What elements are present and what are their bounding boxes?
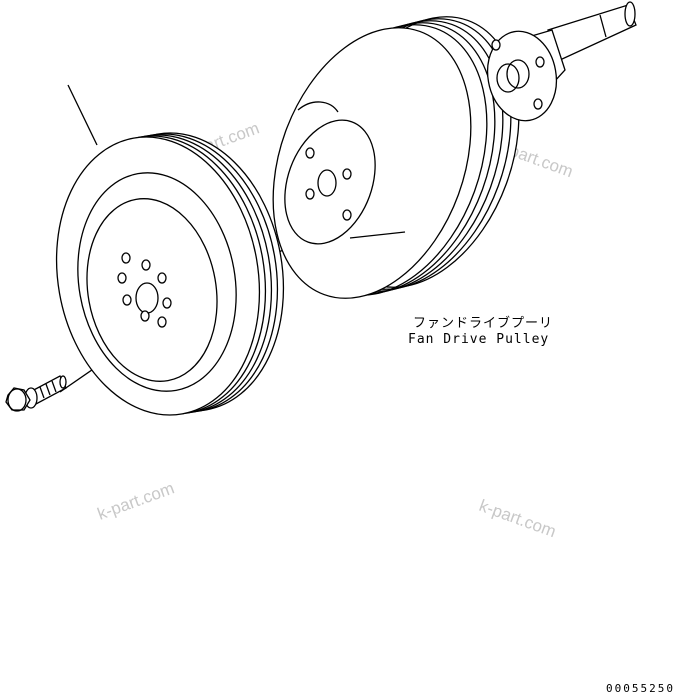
front-pulley (55, 132, 285, 416)
watermark-4: k-part.com (477, 496, 559, 541)
drawing-number: 00055250 (606, 682, 675, 695)
crankshaft (486, 1, 637, 122)
rear-hub-center-hole (317, 169, 337, 197)
shaft-flange (486, 30, 558, 122)
watermark-3: k-part.com (95, 478, 177, 523)
rear-pulley (272, 16, 520, 299)
part-name-japanese: ファンドライブプーリ (413, 315, 553, 331)
part-name-english: Fan Drive Pulley (408, 332, 549, 347)
leader-line (67, 84, 98, 146)
bolt (5, 375, 67, 412)
front-hub-center-hole (135, 282, 159, 314)
